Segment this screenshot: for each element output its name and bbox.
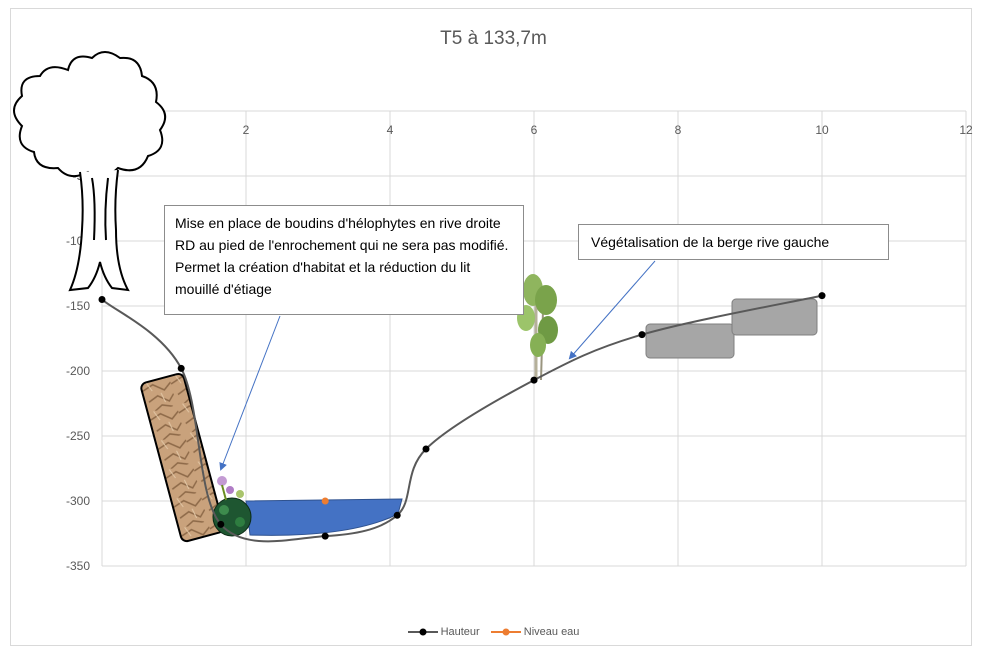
- data-point-hauteur: [422, 445, 430, 453]
- data-point-hauteur: [217, 520, 225, 528]
- legend-label-niveau-eau: Niveau eau: [523, 626, 580, 638]
- x-tick-label: 4: [387, 123, 394, 137]
- data-point-hauteur: [98, 296, 106, 303]
- chart-title: T5 à 133,7m: [440, 28, 547, 49]
- annotation-revegetation: Végétalisation de la berge rive gauche: [578, 224, 889, 260]
- y-tick-label: -300: [66, 494, 90, 508]
- y-tick-label: -150: [66, 299, 90, 313]
- tree-illustration: [13, 51, 167, 292]
- x-tick-label: 12: [959, 123, 973, 137]
- data-point-niveau-eau: [321, 497, 329, 505]
- data-point-hauteur: [530, 376, 538, 384]
- data-point-hauteur: [393, 511, 401, 519]
- x-tick-label: 10: [815, 123, 829, 137]
- annotation-helophytes: Mise en place de boudins d'hélophytes en…: [164, 205, 524, 315]
- y-tick-label: -200: [66, 364, 90, 378]
- gabion-block-lower: [645, 323, 735, 359]
- data-point-hauteur: [638, 331, 646, 339]
- legend-item-niveau-eau: Niveau eau: [490, 626, 580, 638]
- x-tick-label: 6: [531, 123, 538, 137]
- young-tree-illustration: [517, 274, 558, 382]
- legend: Hauteur Niveau eau: [0, 626, 987, 640]
- data-point-hauteur: [818, 292, 826, 300]
- rock-embankment-illustration: [140, 372, 225, 543]
- y-tick-label: -350: [66, 559, 90, 573]
- callout-right-arrow: [568, 260, 656, 360]
- y-tick-label: -250: [66, 429, 90, 443]
- legend-item-hauteur: Hauteur: [407, 626, 480, 638]
- legend-swatch-hauteur: [407, 628, 438, 636]
- water-surface-illustration: [245, 498, 403, 536]
- x-tick-label: 2: [243, 123, 250, 137]
- data-point-hauteur: [177, 364, 185, 372]
- x-tick-label: 8: [675, 123, 682, 137]
- series-layer: [98, 292, 826, 543]
- callout-left-arrow: [219, 315, 281, 471]
- data-point-hauteur: [321, 532, 329, 540]
- legend-label-hauteur: Hauteur: [440, 626, 480, 638]
- legend-swatch-niveau-eau: [490, 628, 521, 636]
- gabion-block-upper: [731, 298, 818, 336]
